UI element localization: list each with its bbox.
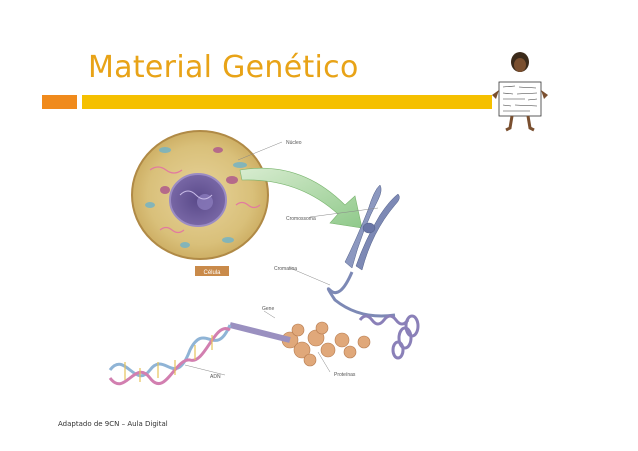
gene-label: Gene xyxy=(262,306,274,312)
title-accent-bar-yellow xyxy=(82,95,492,109)
chromatin-coil xyxy=(358,314,420,360)
chromosome-illustration xyxy=(344,184,400,271)
protein-cluster xyxy=(281,321,371,367)
cartoon-person-icon xyxy=(492,52,548,132)
chromatin-label: Cromatina xyxy=(274,266,297,272)
proteins-label: Proteínas xyxy=(334,372,356,378)
cell-label: Célula xyxy=(203,270,221,276)
slide-title: Material Genético xyxy=(88,50,359,85)
nucleus-label: Núcleo xyxy=(286,140,302,146)
zoom-arrow-icon xyxy=(239,167,363,229)
title-accent-bar-orange xyxy=(42,95,77,109)
cell-illustration: Célula xyxy=(131,130,269,276)
slide-footer: Adaptado de 9CN – Aula Digital xyxy=(58,420,168,428)
gene-segment xyxy=(229,322,291,343)
chromatin-strand xyxy=(326,271,396,318)
chromosome-label: Cromossoma xyxy=(286,216,316,222)
dna-label: ADN xyxy=(210,374,221,380)
dna-helix xyxy=(108,324,232,386)
